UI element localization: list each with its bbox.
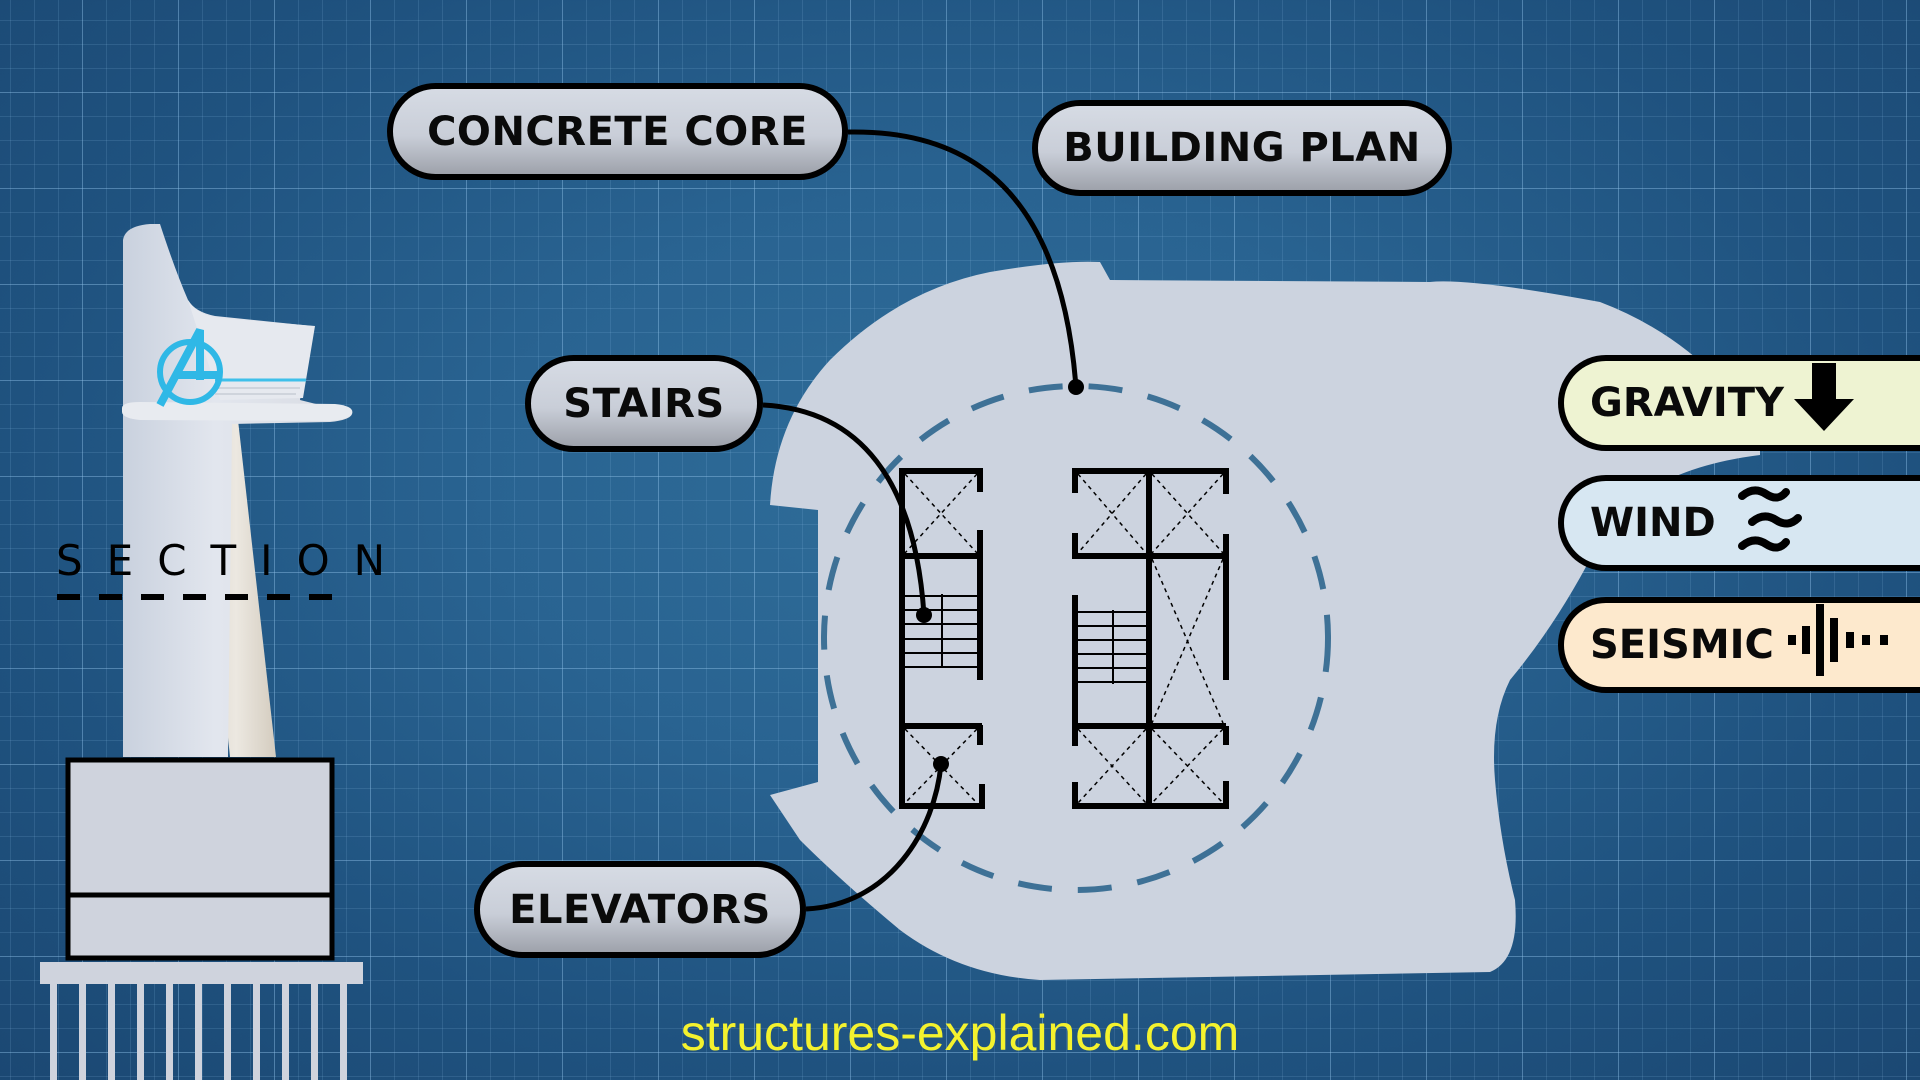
wind-waves-icon — [1737, 482, 1802, 564]
building-plan-drawing — [770, 261, 1760, 980]
tower-section-drawing — [40, 224, 363, 1080]
right-stair-treads — [1078, 610, 1146, 684]
load-wind-text: WIND — [1590, 500, 1716, 546]
stairs-label-text: STAIRS — [563, 380, 725, 427]
right-elevator-shafts — [1077, 473, 1224, 804]
stairs-label: STAIRS — [525, 355, 763, 452]
core-dashed-circle — [821, 383, 1331, 893]
building-plan-label-text: BUILDING PLAN — [1063, 125, 1421, 171]
elevators-label: ELEVATORS — [474, 861, 806, 958]
right-core-walls — [1072, 468, 1229, 809]
load-wind: WIND — [1558, 475, 1920, 571]
concrete-core-label-text: CONCRETE CORE — [427, 108, 808, 155]
left-stair-treads — [905, 594, 977, 668]
website-footer: structures-explained.com — [680, 1005, 1240, 1061]
load-gravity: GRAVITY — [1558, 355, 1920, 451]
load-seismic: SEISMIC — [1558, 597, 1920, 693]
elevators-label-text: ELEVATORS — [509, 886, 771, 933]
piles — [50, 984, 347, 1080]
tower-deck — [122, 402, 353, 421]
down-arrow-icon — [1792, 363, 1856, 443]
plan-outline — [770, 261, 1760, 980]
section-label: SECTION — [56, 536, 410, 585]
load-seismic-text: SEISMIC — [1590, 622, 1774, 668]
leader-concrete-core — [847, 129, 1079, 388]
concrete-core-label: CONCRETE CORE — [387, 83, 848, 180]
leader-lines — [762, 129, 1079, 912]
avengers-logo-icon — [156, 328, 223, 407]
seismic-wave-icon — [1787, 604, 1898, 686]
foundation-box — [65, 757, 335, 961]
leader-stairs — [762, 402, 927, 616]
leader-dots — [916, 379, 1084, 772]
pile-cap — [40, 962, 363, 984]
building-plan-label: BUILDING PLAN — [1032, 100, 1452, 196]
load-gravity-text: GRAVITY — [1590, 380, 1784, 426]
leader-elevators — [805, 763, 944, 912]
